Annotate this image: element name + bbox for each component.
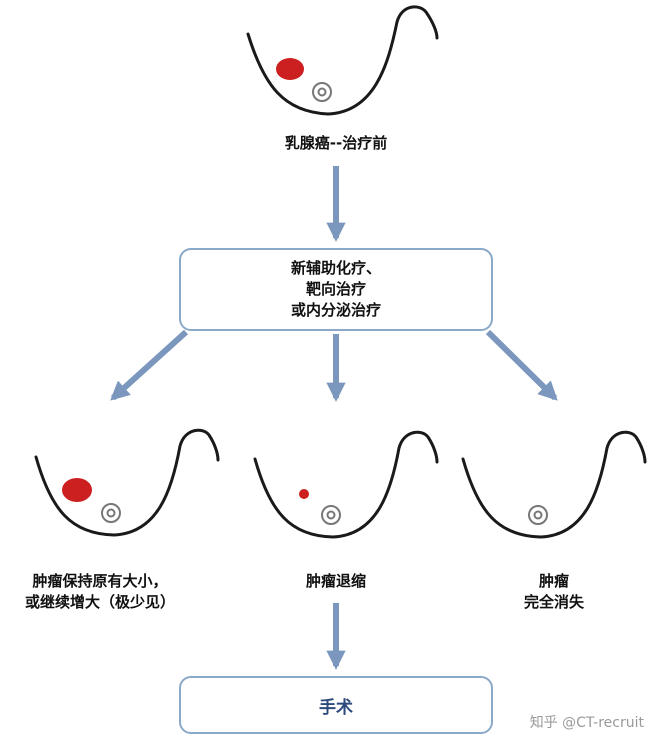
outcome-unchanged-label: 肿瘤保持原有大小， 或继续增大（极少见） [0,571,200,613]
outcome-disappear-line-2: 完全消失 [523,593,584,611]
watermark: 知乎 @CT-recruit [529,715,644,731]
nipple-icon [312,82,332,102]
breast-outline [34,428,220,537]
treatment-line-3: 或内分泌治疗 [290,301,381,319]
outcome-unchanged-line-2: 或继续增大（极少见） [24,593,175,611]
breast-clear [461,430,647,539]
treatment-box: 新辅助化疗、 靶向治疗 或内分泌治疗 [179,248,493,331]
breast-unchanged [34,428,220,537]
tumor-icon [62,478,92,502]
before-treatment-label: 乳腺癌--治疗前 [284,134,388,152]
nipple-icon [101,503,121,523]
outcome-shrunk-line-1: 肿瘤退缩 [305,572,366,590]
tumor-icon [276,58,304,80]
surgery-label: 手术 [319,697,353,718]
outcome-disappear-line-1: 肿瘤 [538,572,569,590]
tumor-icon [299,489,309,499]
surgery-box: 手术 [179,676,493,734]
outcome-shrunk-label: 肿瘤退缩 [270,571,402,592]
outcome-unchanged-line-1: 肿瘤保持原有大小， [32,572,168,590]
breast-outline [253,430,439,539]
arrow-right [485,329,558,401]
breast-before-treatment [246,5,439,116]
nipple-icon [528,505,548,525]
outcome-disappear-label: 肿瘤 完全消失 [494,571,614,613]
arrow-left [110,329,189,401]
breast-shrunk [253,430,439,539]
treatment-line-1: 新辅助化疗、 [290,259,381,277]
nipple-icon [321,505,341,525]
treatment-line-2: 靶向治疗 [305,280,366,298]
breast-outline [461,430,647,539]
breast-outline [246,5,439,116]
